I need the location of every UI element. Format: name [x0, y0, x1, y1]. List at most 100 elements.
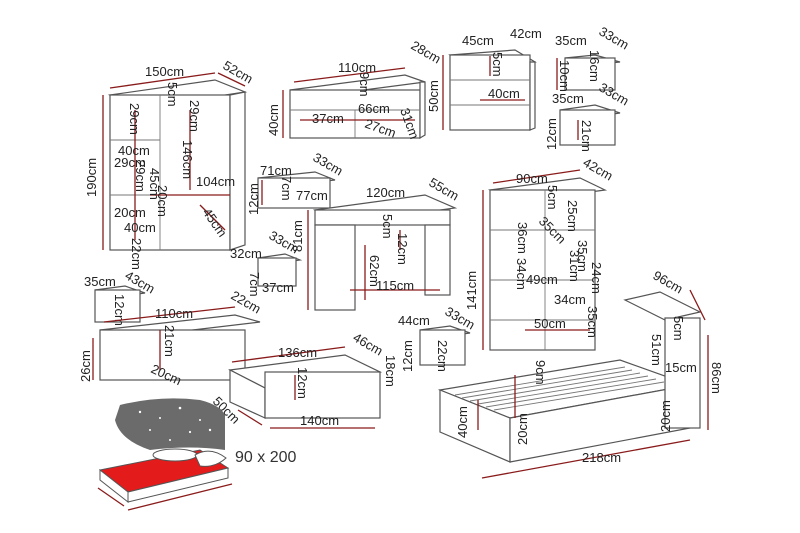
label-5cm: 5cm: [490, 52, 505, 77]
label-140cm: 140cm: [300, 413, 339, 428]
label-22cm: 22cm: [435, 340, 450, 372]
label-136cm: 136cm: [278, 345, 317, 360]
label-18cm: 18cm: [383, 355, 398, 387]
tv-stand: [282, 67, 426, 140]
label-104cm: 104cm: [196, 174, 235, 189]
wall-shelf: [92, 306, 261, 381]
mattress-size-label: 90 x 200: [235, 449, 296, 466]
label-35cm: 35cm: [575, 240, 590, 272]
label-34cm: 34cm: [514, 258, 529, 290]
label-35cm: 35cm: [552, 91, 584, 106]
label-29cm: 29cm: [114, 155, 146, 170]
drawer-small-second: [559, 104, 621, 146]
label-7cm: 7cm: [279, 176, 294, 201]
label-40cm: 40cm: [455, 406, 470, 438]
label-9cm: 9cm: [357, 72, 372, 97]
label-28cm: 28cm: [409, 38, 444, 67]
label-77cm: 77cm: [296, 188, 328, 203]
label-66cm: 66cm: [358, 101, 390, 116]
label-40cm: 40cm: [266, 104, 281, 136]
label-90cm: 90cm: [516, 171, 548, 186]
label-10cm: 10cm: [557, 60, 572, 92]
desk: [307, 194, 458, 311]
shelving-unit: [482, 169, 608, 351]
label-49cm: 49cm: [526, 272, 558, 287]
starry-background: [115, 398, 225, 450]
label-20cm: 20cm: [114, 205, 146, 220]
label-33cm: 33cm: [597, 24, 632, 53]
drawer-small-center: [419, 325, 471, 366]
label-29cm: 29cm: [127, 103, 142, 135]
label-62cm: 62cm: [367, 255, 382, 287]
label-21cm: 21cm: [579, 120, 594, 152]
label-24cm: 24cm: [589, 262, 604, 294]
label-5cm: 5cm: [165, 82, 180, 107]
label-45cm: 45cm: [462, 33, 494, 48]
label-32cm: 32cm: [230, 246, 262, 261]
label-150cm: 150cm: [145, 64, 184, 79]
label-146cm: 146cm: [180, 140, 195, 179]
label-120cm: 120cm: [366, 185, 405, 200]
drawer-small-middle: [255, 253, 303, 287]
label-26cm: 26cm: [78, 350, 93, 382]
label-5cm: 5cm: [671, 316, 686, 341]
wardrobe: [102, 72, 248, 251]
label-29cm: 29cm: [133, 160, 148, 192]
label-86cm: 86cm: [709, 362, 724, 394]
label-12cm: 12cm: [400, 340, 415, 372]
label-15cm: 15cm: [665, 360, 697, 375]
label-81cm: 81cm: [290, 220, 305, 252]
label-36cm: 36cm: [515, 222, 530, 254]
label-96cm: 96cm: [651, 268, 686, 297]
label-218cm: 218cm: [582, 450, 621, 465]
label-40cm: 40cm: [118, 143, 150, 158]
label-50cm: 50cm: [426, 80, 441, 112]
label-40cm: 40cm: [488, 86, 520, 101]
label-9cm: 9cm: [533, 360, 548, 385]
label-42cm: 42cm: [510, 26, 542, 41]
label-44cm: 44cm: [398, 313, 430, 328]
label-110cm: 110cm: [155, 306, 193, 321]
underbed-drawer: [228, 346, 383, 429]
label-20cm: 20cm: [658, 400, 673, 432]
label-115cm: 115cm: [376, 278, 414, 293]
drawer-small-top: [556, 54, 621, 91]
mattress-illustration: [97, 398, 233, 511]
wall-drawer-shelf: [257, 171, 336, 209]
drawer-small-left: [94, 285, 146, 323]
label-21cm: 21cm: [162, 325, 177, 357]
label-45cm: 45cm: [147, 168, 162, 200]
nightstand: [442, 49, 537, 131]
label-190cm: 190cm: [84, 158, 99, 197]
label-5cm: 5cm: [545, 185, 560, 210]
label-31cm: 31cm: [567, 250, 582, 282]
label-16cm: 16cm: [587, 50, 602, 82]
label-35cm: 35cm: [84, 274, 116, 289]
label-12cm: 12cm: [112, 294, 127, 326]
label-12cm: 12cm: [544, 118, 559, 150]
label-46cm: 46cm: [351, 330, 386, 359]
label-20cm: 20cm: [515, 413, 530, 445]
label-71cm: 71cm: [260, 163, 292, 178]
bed: [437, 289, 709, 479]
label-12cm: 12cm: [395, 233, 410, 265]
label-25cm: 25cm: [565, 200, 580, 232]
label-110cm: 110cm: [338, 60, 376, 75]
label-35cm: 35cm: [555, 33, 587, 48]
label-37cm: 37cm: [312, 111, 344, 126]
label-51cm: 51cm: [649, 334, 664, 366]
label-42cm: 42cm: [581, 155, 616, 184]
label-22cm: 22cm: [129, 238, 144, 270]
label-35cm: 35cm: [585, 306, 600, 338]
label-12cm: 12cm: [295, 367, 310, 399]
label-12cm: 12cm: [246, 183, 261, 215]
label-5cm: 5cm: [380, 214, 395, 239]
label-40cm: 40cm: [124, 220, 156, 235]
label-29cm: 29cm: [187, 100, 202, 132]
label-20cm: 20cm: [155, 185, 170, 217]
label-34cm: 34cm: [554, 292, 586, 307]
label-50cm: 50cm: [534, 316, 566, 331]
label-141cm: 141cm: [464, 271, 479, 310]
